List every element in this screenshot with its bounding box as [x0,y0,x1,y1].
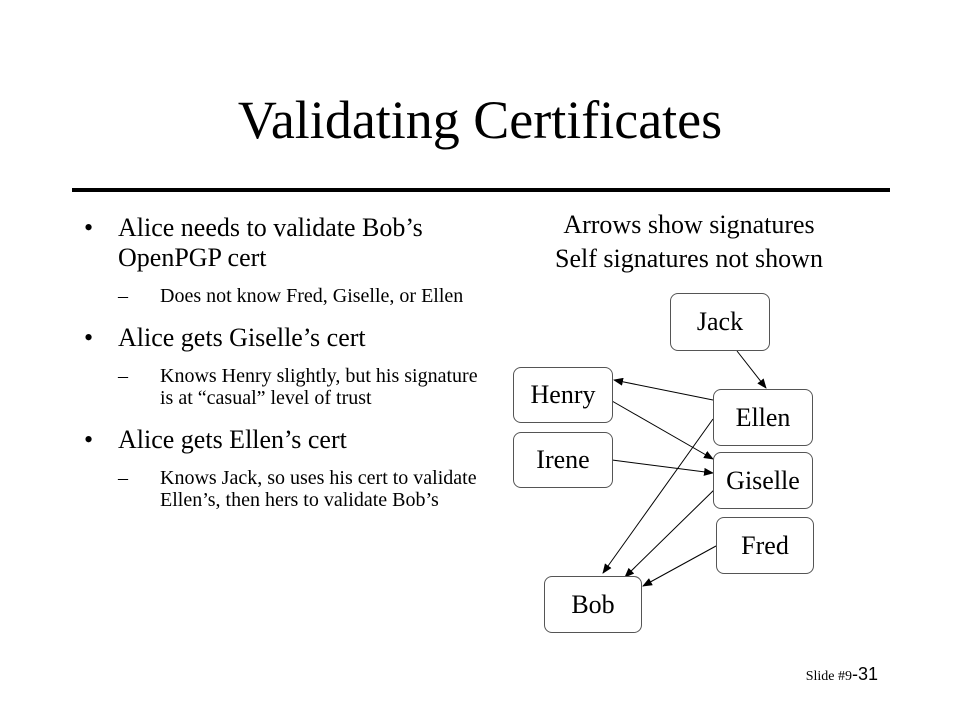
node-fred: Fred [716,517,814,574]
slide-number: Slide #9-31 [806,664,878,685]
bullet-dot-icon: • [84,323,94,352]
arrow-ellen-to-bob [602,418,714,574]
sub-bullet-text: Does not know Fred, Giselle, or Ellen [160,285,464,307]
bullet-list: • Alice needs to validate Bob’s OpenPGP … [80,213,480,527]
sub-bullet-text: Knows Jack, so uses his cert to validate… [160,467,477,511]
bullet-text: Alice needs to validate Bob’s OpenPGP ce… [118,213,423,272]
node-jack: Jack [670,293,770,351]
sub-bullet: – Does not know Fred, Giselle, or Ellen [80,285,480,307]
arrow-irene-to-giselle [611,459,714,476]
title-divider [72,188,890,192]
node-henry: Henry [513,367,613,423]
diagram-caption: Arrows show signatures Self signatures n… [500,208,878,276]
sub-bullet-text: Knows Henry slightly, but his signature … [160,365,478,409]
bullet-text: Alice gets Giselle’s cert [118,323,366,352]
bullet-text: Alice gets Ellen’s cert [118,425,347,454]
dash-icon: – [118,285,128,307]
slide-title: Validating Certificates [237,90,723,150]
bullet-main: • Alice needs to validate Bob’s OpenPGP … [80,213,480,273]
bullet-item: • Alice gets Ellen’s cert – Knows Jack, … [80,425,480,511]
arrow-fred-to-bob [642,545,717,587]
slide-number-prefix: Slide #9 [805,669,852,684]
sub-bullet: – Knows Jack, so uses his cert to valida… [80,467,480,511]
arrow-giselle-to-bob [624,486,718,578]
arrow-henry-to-giselle [611,400,714,460]
bullet-item: • Alice gets Giselle’s cert – Knows Henr… [80,323,480,409]
node-giselle: Giselle [713,452,813,509]
node-irene: Irene [513,432,613,488]
dash-icon: – [118,467,128,489]
bullet-main: • Alice gets Ellen’s cert [80,425,480,455]
slide-number-value: -31 [851,664,878,684]
bullet-main: • Alice gets Giselle’s cert [80,323,480,353]
bullet-dot-icon: • [84,213,94,242]
caption-line-self-signatures: Self signatures not shown [555,244,823,273]
node-ellen: Ellen [713,389,813,446]
arrow-jack-to-ellen [736,350,767,389]
bullet-item: • Alice needs to validate Bob’s OpenPGP … [80,213,480,307]
bullet-dot-icon: • [84,425,94,454]
caption-line-signatures: Arrows show signatures [563,210,815,239]
node-bob: Bob [544,576,642,633]
dash-icon: – [118,365,128,387]
sub-bullet: – Knows Henry slightly, but his signatur… [80,365,480,409]
arrow-ellen-to-henry [613,377,714,401]
